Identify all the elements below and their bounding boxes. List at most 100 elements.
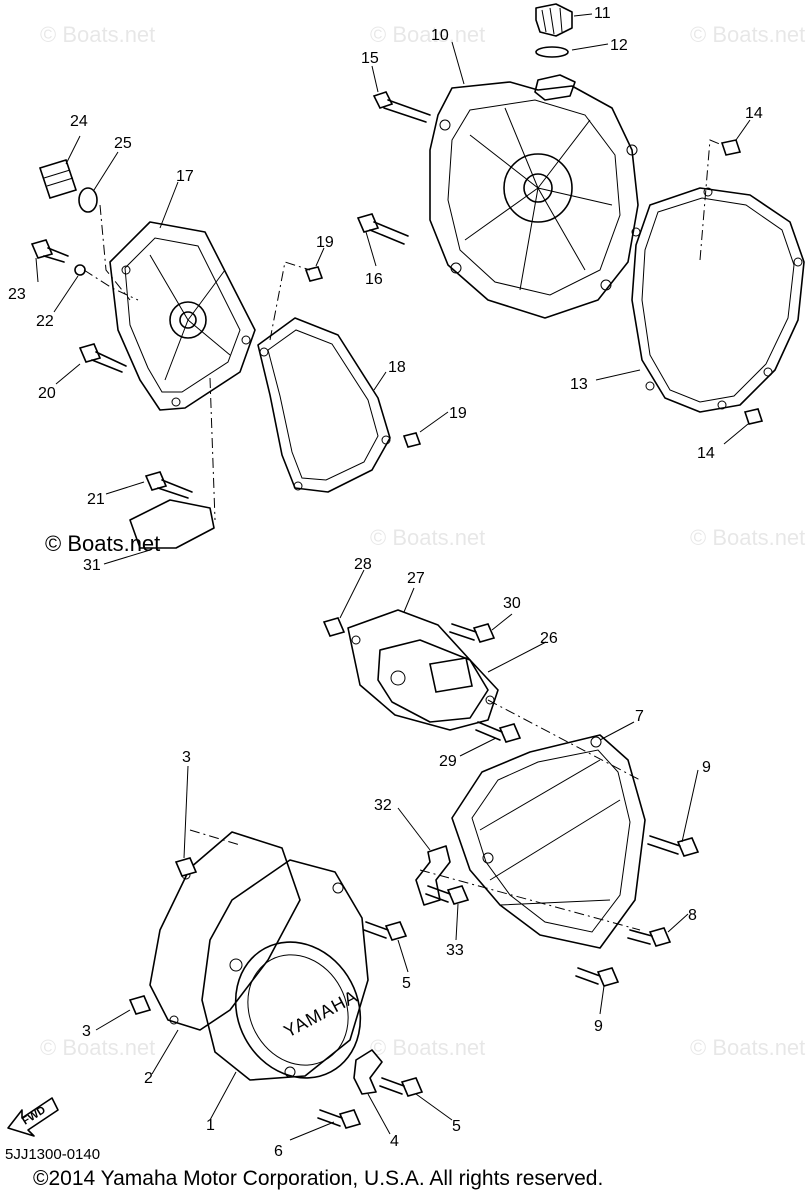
callout-5: 5 — [402, 975, 411, 992]
fwd-label: FWD — [20, 1104, 48, 1127]
alignment-line — [419, 869, 641, 931]
callout-28: 28 — [354, 556, 372, 573]
part-14-dowel-pin — [720, 139, 742, 156]
callout-2: 2 — [144, 1070, 153, 1087]
watermark: © Boats.net — [370, 1035, 485, 1060]
alignment-line — [487, 699, 641, 781]
part-27-gasket — [347, 609, 499, 731]
part-31-clamp — [129, 499, 215, 549]
forward-direction-arrow: FWD — [7, 1097, 59, 1137]
callout-23: 23 — [8, 286, 26, 303]
part-23-bolt — [30, 239, 69, 263]
part-17-pulser-cover — [109, 221, 256, 411]
part-20-bolt — [78, 343, 127, 373]
callout-19: 19 — [449, 405, 467, 422]
callout-29: 29 — [439, 753, 457, 770]
part-4-bracket — [353, 1049, 383, 1095]
document-code: 5JJ1300-0140 — [5, 1146, 101, 1163]
callout-6: 6 — [274, 1143, 283, 1160]
callout-24: 24 — [70, 113, 88, 130]
callout-4: 4 — [390, 1133, 399, 1150]
leader-lines — [35, 13, 751, 1141]
part-33-bolt — [425, 885, 470, 905]
part-6-bolt — [317, 1109, 362, 1129]
cover-brand-emblem: YAMAHA — [280, 986, 361, 1042]
alignment-line — [269, 261, 311, 341]
watermark: © Boats.net — [370, 22, 485, 47]
part-3-dowel-pin — [174, 857, 198, 877]
part-21-bolt — [144, 471, 193, 499]
callout-8: 8 — [688, 907, 697, 924]
part-29-bolt — [475, 721, 522, 743]
alignment-line — [99, 204, 131, 301]
part-22-washer — [74, 264, 86, 276]
part-10-crankcase-cover — [429, 74, 639, 319]
watermark: © Boats.net — [690, 1035, 805, 1060]
alignment-line — [699, 139, 723, 261]
watermark: © Boats.net — [690, 22, 805, 47]
part-12-o-ring — [535, 46, 569, 58]
callout-13: 13 — [570, 376, 588, 393]
callout-33: 33 — [446, 942, 464, 959]
part-7-sprocket-cover — [451, 734, 646, 949]
part-5-bolt — [363, 921, 408, 941]
callout-10: 10 — [431, 27, 449, 44]
callout-19: 19 — [316, 234, 334, 251]
part-16-bolt — [356, 213, 409, 245]
callout-26: 26 — [540, 630, 558, 647]
callout-9: 9 — [702, 759, 711, 776]
part-26-assembly — [377, 639, 489, 723]
watermark: © Boats.net — [40, 22, 155, 47]
callout-1: 1 — [206, 1117, 215, 1134]
callout-22: 22 — [36, 313, 54, 330]
part-30-bolt — [449, 623, 496, 643]
part-18-cover-gasket — [257, 317, 391, 493]
part-19-dowel-pin — [304, 266, 324, 282]
callout-27: 27 — [407, 570, 425, 587]
callout-15: 15 — [361, 50, 379, 67]
callout-3: 3 — [182, 749, 191, 766]
callout-30: 30 — [503, 595, 521, 612]
copyright-notice: ©2014 Yamaha Motor Corporation, U.S.A. A… — [33, 1167, 604, 1190]
watermark: © Boats.net — [40, 1035, 155, 1060]
callout-14: 14 — [697, 445, 715, 462]
callout-21: 21 — [87, 491, 105, 508]
part-28-dowel-pin — [322, 617, 346, 637]
alignment-line — [189, 829, 241, 846]
alignment-line — [209, 377, 216, 521]
callout-18: 18 — [388, 359, 406, 376]
part-3-dowel-pin — [128, 995, 152, 1015]
part-15-bolt — [372, 91, 431, 123]
part-2-cover-gasket — [149, 831, 301, 1031]
watermark: © Boats.net — [370, 525, 485, 550]
part-24-plug — [38, 159, 78, 199]
callout-20: 20 — [38, 385, 56, 402]
part-32-bracket — [415, 845, 451, 906]
part-5-bolt — [379, 1077, 424, 1097]
callout-11: 11 — [594, 5, 611, 22]
callout-32: 32 — [374, 797, 392, 814]
part-25-o-ring — [78, 187, 98, 213]
callout-9: 9 — [594, 1018, 603, 1035]
part-9-bolt — [575, 967, 620, 987]
callout-3: 3 — [82, 1023, 91, 1040]
part-9-bolt — [647, 835, 700, 857]
watermark: © Boats.net — [690, 525, 805, 550]
callout-12: 12 — [610, 37, 628, 54]
callout-17: 17 — [176, 168, 194, 185]
callout-16: 16 — [365, 271, 383, 288]
part-14-dowel-pin — [743, 408, 764, 425]
part-13-cover-gasket — [631, 187, 805, 413]
part-19-dowel-pin — [402, 432, 422, 448]
callout-14: 14 — [745, 105, 763, 122]
watermark-main: © Boats.net — [45, 531, 160, 556]
part-1-generator-cover: YAMAHA — [201, 859, 369, 1081]
callout-5: 5 — [452, 1118, 461, 1135]
callout-25: 25 — [114, 135, 132, 152]
part-8-bolt — [627, 927, 672, 947]
callout-31: 31 — [83, 557, 101, 574]
callout-7: 7 — [635, 708, 644, 725]
part-11-oil-filler-cap — [535, 3, 573, 37]
